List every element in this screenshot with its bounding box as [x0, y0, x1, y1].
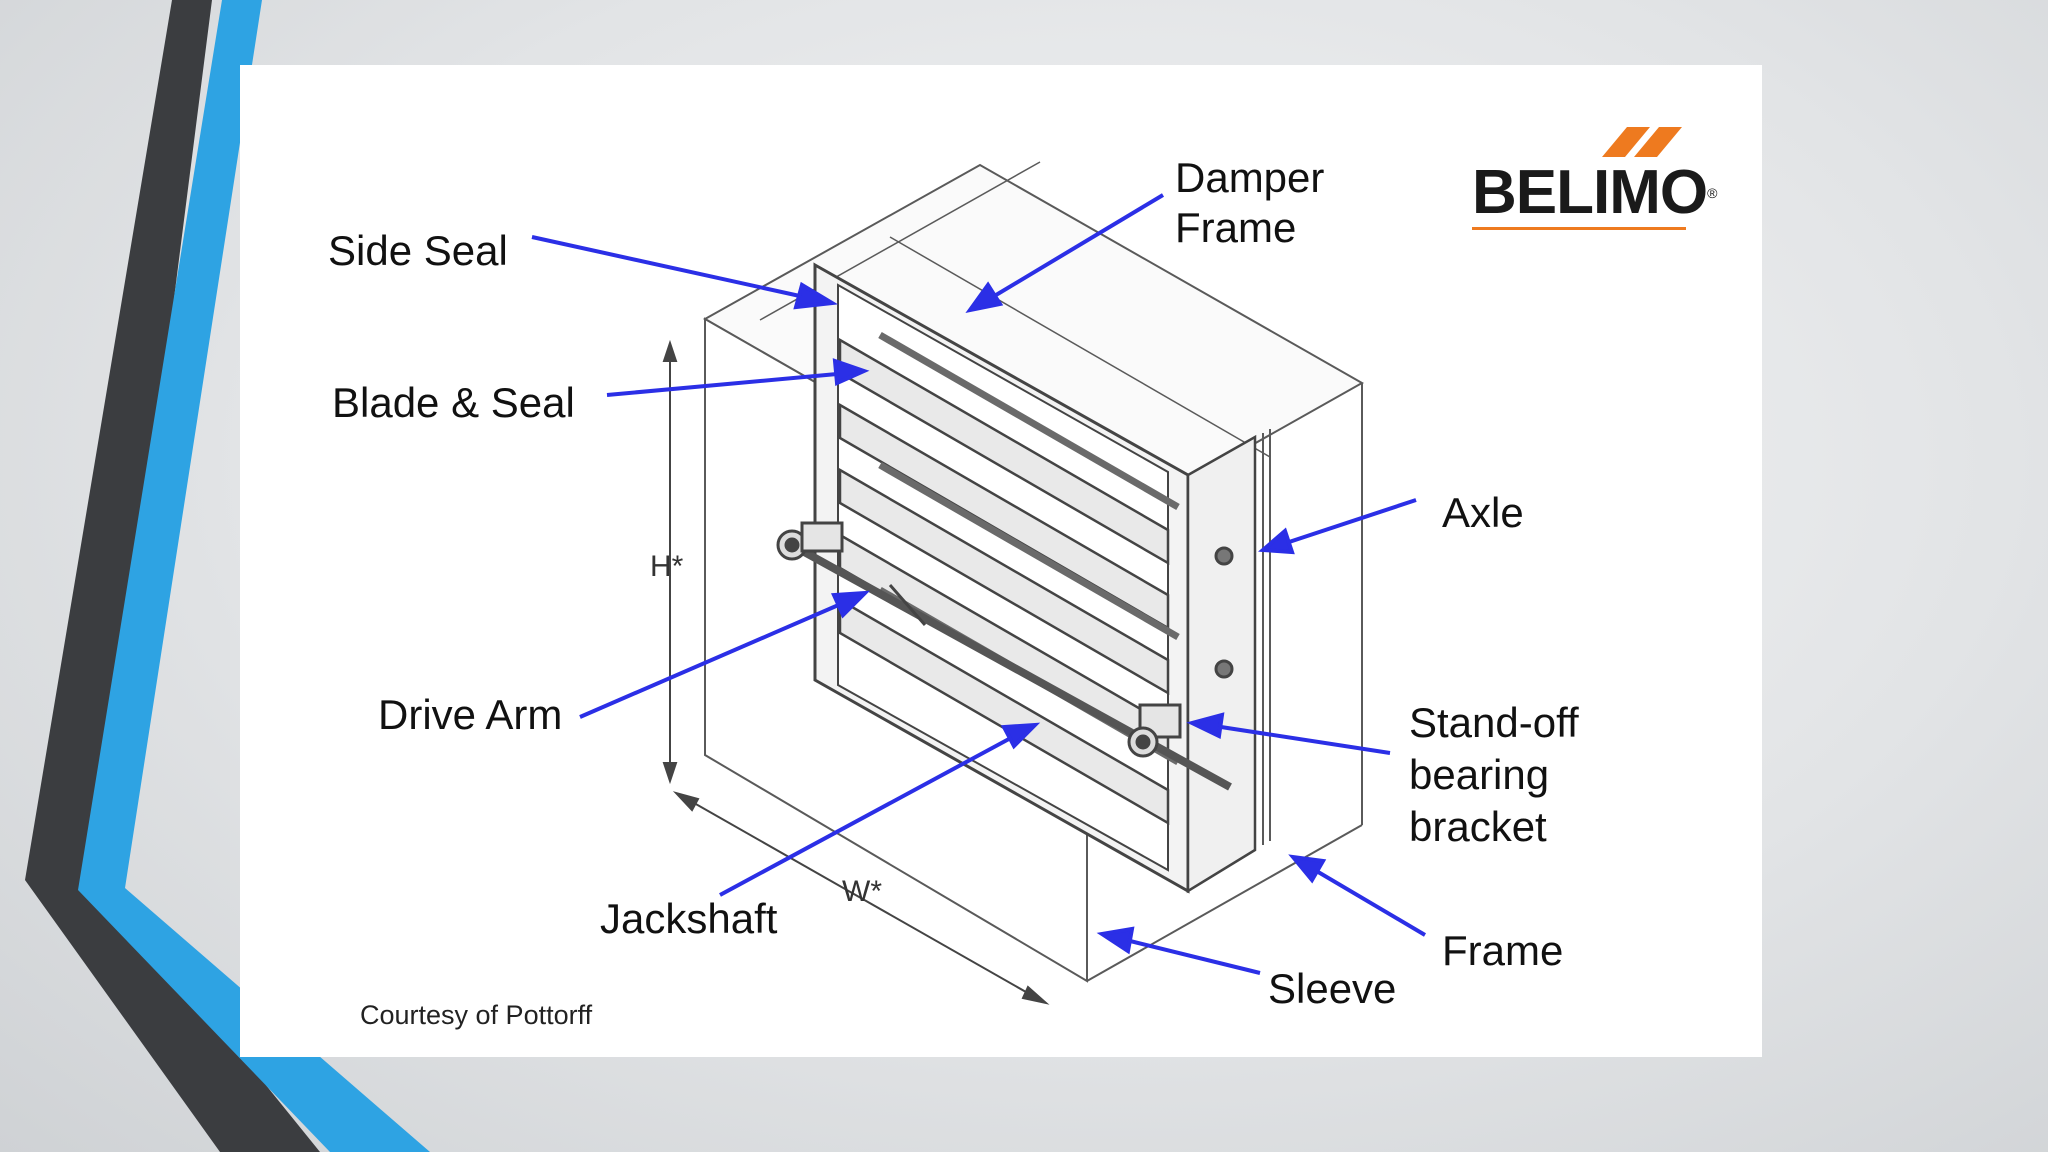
- label-blade-seal: Blade & Seal: [332, 379, 575, 426]
- label-standoff-line-1: Stand-off: [1409, 699, 1579, 746]
- dimension-width-label: W*: [842, 875, 882, 908]
- damper-line-drawing: [531, 161, 1427, 1005]
- label-drive-arm: Drive Arm: [378, 691, 563, 738]
- label-damper-frame: Damper Frame: [1175, 153, 1324, 253]
- label-damper-frame-line-2: Frame: [1175, 204, 1297, 251]
- label-side-seal: Side Seal: [328, 227, 508, 274]
- belimo-logo-stripes-icon: [1602, 127, 1682, 157]
- dimension-height-label: H*: [650, 550, 684, 583]
- label-damper-frame-line-1: Damper: [1175, 154, 1325, 201]
- blue-chevron-band: [78, 0, 430, 1152]
- belimo-underline: [1472, 227, 1686, 230]
- belimo-wordmark-text: BELIMO: [1472, 158, 1708, 227]
- callout-arrows: [531, 193, 1427, 975]
- label-standoff-bracket: Stand-off bearing bracket: [1409, 697, 1579, 853]
- label-sleeve: Sleeve: [1268, 965, 1397, 1012]
- label-standoff-line-3: bracket: [1409, 803, 1547, 850]
- damper-diagram-image: Side Seal Blade & Seal Drive Arm Jacksha…: [240, 65, 1762, 1057]
- label-standoff-line-2: bearing: [1409, 751, 1550, 798]
- blades: [838, 331, 1180, 826]
- label-frame: Frame: [1442, 927, 1564, 974]
- belimo-logo: BELIMO®: [1472, 117, 1717, 237]
- label-axle: Axle: [1442, 489, 1524, 536]
- image-credit: Courtesy of Pottorff: [360, 1000, 593, 1030]
- registered-mark: ®: [1707, 185, 1717, 201]
- belimo-wordmark: BELIMO®: [1472, 158, 1717, 227]
- dimension-lines: [662, 339, 1050, 1005]
- label-jackshaft: Jackshaft: [600, 895, 778, 942]
- jackshaft-linkage: [776, 521, 1234, 791]
